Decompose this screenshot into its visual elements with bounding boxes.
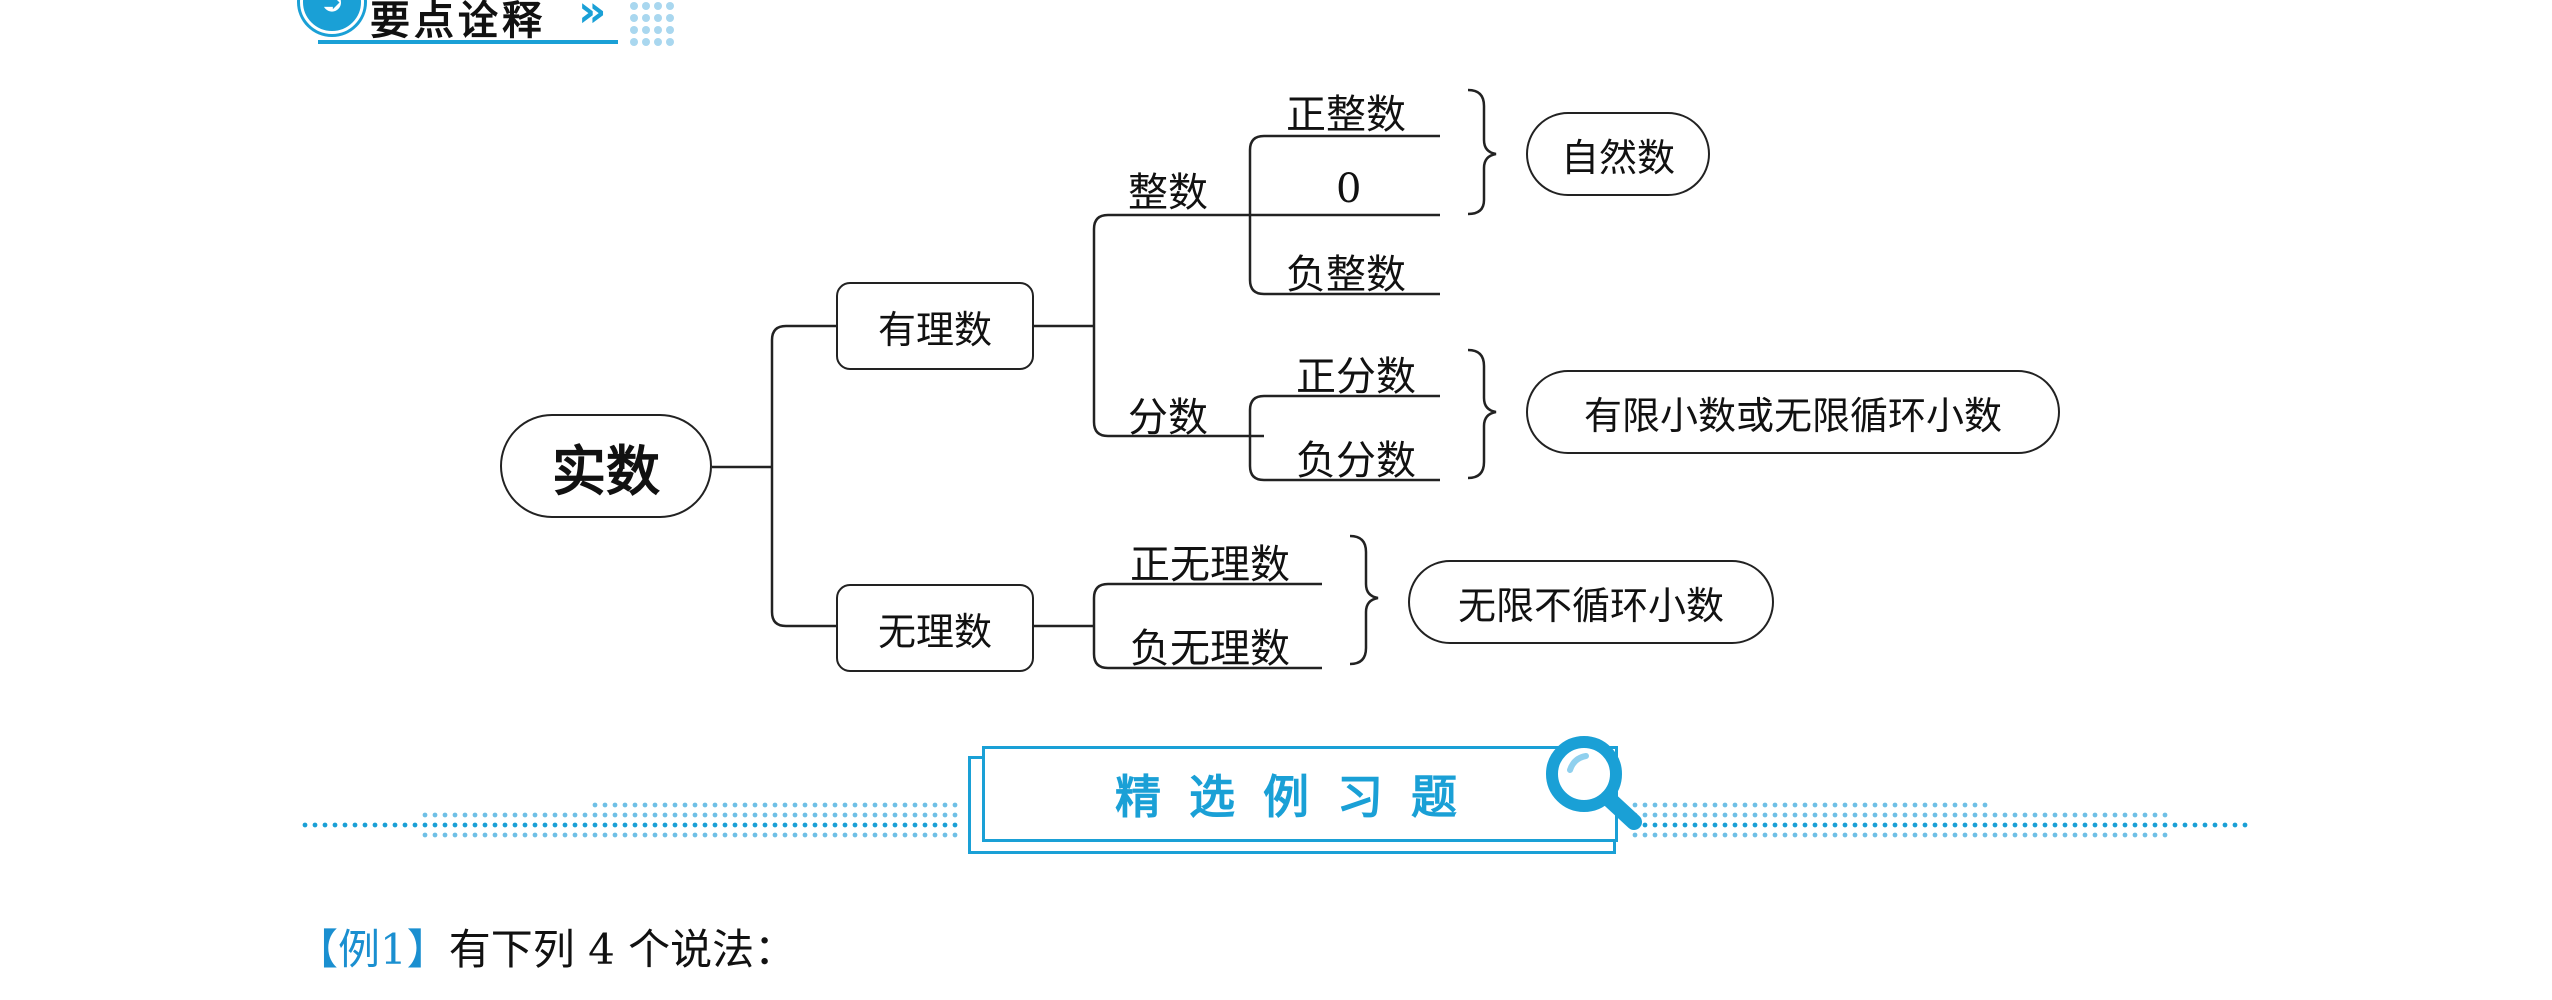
positive-irrational-label: 正无理数	[1130, 542, 1290, 588]
dot-pattern-icon	[630, 2, 674, 46]
negative-integer-label: 负整数	[1286, 252, 1406, 298]
irrational-note-pill: 无限不循环小数	[1408, 560, 1774, 644]
positive-integer-label: 正整数	[1286, 92, 1406, 138]
magnifier-icon	[1546, 736, 1642, 830]
fraction-note-pill: 有限小数或无限循环小数	[1526, 370, 2060, 454]
natural-numbers-pill: 自然数	[1526, 112, 1710, 196]
banner-title: 精选例习题	[982, 746, 1618, 842]
negative-fraction-label: 负分数	[1296, 438, 1416, 484]
positive-fraction-label: 正分数	[1296, 354, 1416, 400]
integer-label: 整数	[1128, 170, 1208, 216]
irrational-numbers-box: 无理数	[836, 584, 1034, 672]
example-text: 有下列 4 个说法：	[448, 925, 797, 974]
right-dot-pattern	[1630, 800, 2250, 840]
example-tag: 【例1】	[296, 925, 449, 974]
double-chevron-icon: »	[578, 0, 607, 37]
example-line: 【例1】有下列 4 个说法：	[296, 916, 796, 977]
root-real-numbers: 实数	[500, 414, 712, 518]
header-underline	[318, 40, 618, 44]
section-title: 要点诠释	[370, 0, 546, 44]
fraction-label: 分数	[1128, 395, 1208, 441]
negative-irrational-label: 负无理数	[1130, 626, 1290, 672]
rational-numbers-box: 有理数	[836, 282, 1034, 370]
left-dot-pattern	[300, 800, 960, 840]
zero-label: 0	[1336, 166, 1362, 212]
